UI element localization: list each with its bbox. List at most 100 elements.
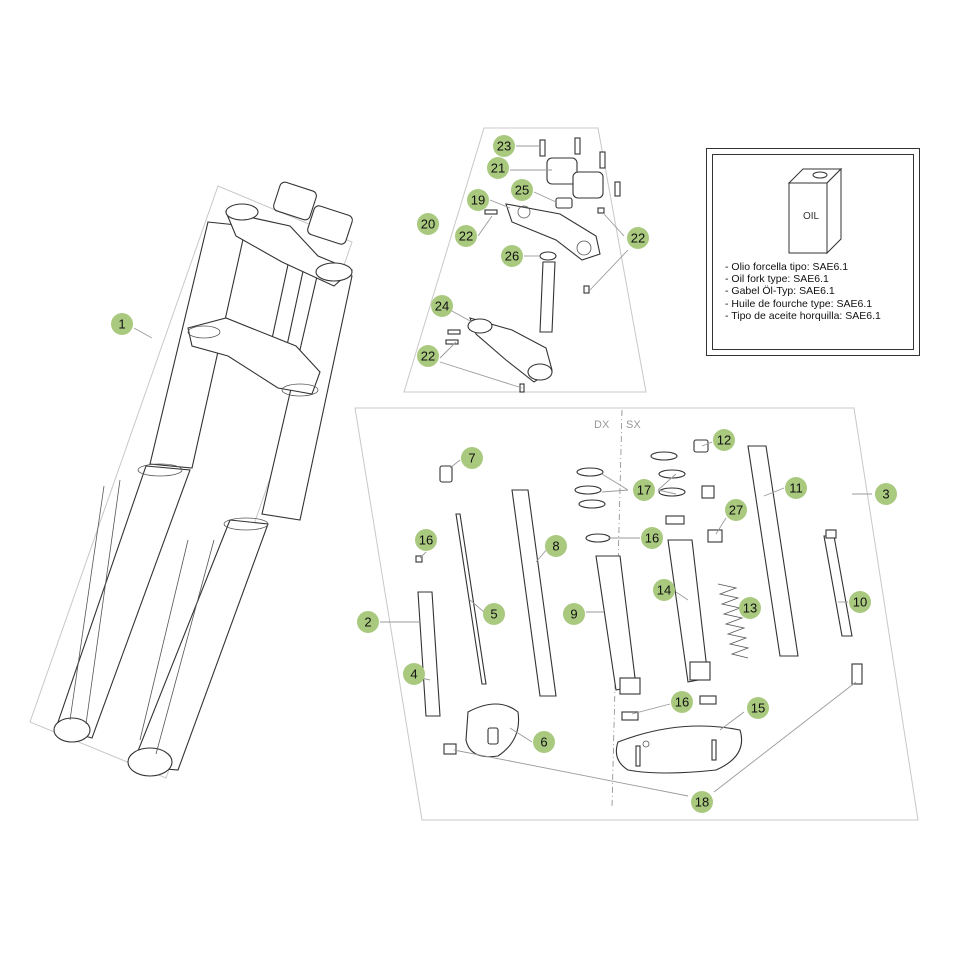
callout-27: 27 — [725, 499, 747, 521]
callout-number: 23 — [497, 139, 511, 154]
fork-assembly-frame — [29, 185, 353, 779]
callout-25: 25 — [511, 179, 533, 201]
callout-number: 15 — [751, 701, 765, 716]
oil-spec-inner-frame — [712, 154, 914, 350]
callout-6: 6 — [533, 731, 555, 753]
callout-bubble — [633, 479, 655, 501]
leader-lines — [133, 145, 872, 797]
callout-22-bottom: 22 — [417, 345, 439, 367]
callout-bubble — [461, 447, 483, 469]
callout-number: 12 — [717, 433, 731, 448]
side-label-left: SX — [626, 419, 641, 431]
callout-16-bottom: 16 — [671, 691, 693, 713]
callout-bubble — [563, 603, 585, 625]
callout-17: 17 — [633, 479, 655, 501]
callout-bubble — [417, 213, 439, 235]
callout-bubble — [415, 529, 437, 551]
triple-clamp-frame — [403, 127, 647, 393]
callout-bubble — [501, 245, 523, 267]
callout-number: 22 — [459, 229, 473, 244]
callout-bubble — [671, 691, 693, 713]
callout-22-right: 22 — [627, 227, 649, 249]
callout-number: 4 — [410, 667, 417, 682]
callout-7: 7 — [461, 447, 483, 469]
callout-number: 9 — [570, 607, 577, 622]
callout-10: 10 — [849, 591, 871, 613]
callout-26: 26 — [501, 245, 523, 267]
callout-number: 3 — [882, 487, 889, 502]
complete-fork-drawing — [53, 181, 354, 777]
callout-bubble — [713, 429, 735, 451]
callout-bubble — [487, 157, 509, 179]
callout-bubble — [545, 535, 567, 557]
callout-bubble — [725, 499, 747, 521]
callout-number: 16 — [645, 531, 659, 546]
callout-bubble — [739, 597, 761, 619]
oil-spec-line: - Olio forcella tipo: SAE6.1 — [725, 261, 849, 273]
oil-spec-line: - Tipo de aceite horquilla: SAE6.1 — [725, 309, 881, 322]
callout-number: 27 — [729, 503, 743, 518]
callout-number: 7 — [468, 451, 475, 466]
callout-12: 12 — [713, 429, 735, 451]
callout-bubble — [691, 791, 713, 813]
callout-number: 21 — [491, 161, 505, 176]
callout-15: 15 — [747, 697, 769, 719]
callout-13: 13 — [739, 597, 761, 619]
callout-bubble — [111, 313, 133, 335]
callout-23: 23 — [493, 135, 515, 157]
callout-22-left: 22 — [455, 225, 477, 247]
callout-11: 11 — [785, 477, 807, 499]
callout-bubble — [357, 611, 379, 633]
callout-number: 16 — [419, 533, 433, 548]
callout-bubble — [493, 135, 515, 157]
callout-number: 2 — [364, 615, 371, 630]
callout-16-top: 16 — [415, 529, 437, 551]
oil-can-label: OIL — [803, 211, 820, 222]
callout-8: 8 — [545, 535, 567, 557]
oil-spec-list: - Olio forcella tipo: SAE6.1 - Oil fork … — [725, 261, 881, 322]
callout-number: 1 — [118, 317, 125, 332]
callout-number: 19 — [471, 193, 485, 208]
callout-bubble — [511, 179, 533, 201]
callout-bubble — [627, 227, 649, 249]
callout-9: 9 — [563, 603, 585, 625]
callout-24: 24 — [431, 295, 453, 317]
callout-bubble — [467, 189, 489, 211]
callout-number: 25 — [515, 183, 529, 198]
callout-number: 24 — [435, 299, 449, 314]
callout-3: 3 — [875, 483, 897, 505]
callout-20: 20 — [417, 213, 439, 235]
callout-number: 16 — [675, 695, 689, 710]
callout-1: 1 — [111, 313, 133, 335]
callout-number: 26 — [505, 249, 519, 264]
oil-spec-line: - Oil fork type: SAE6.1 — [725, 273, 829, 286]
callout-number: 22 — [421, 349, 435, 364]
callout-2: 2 — [357, 611, 379, 633]
callout-16-mid: 16 — [641, 527, 663, 549]
callout-number: 13 — [743, 601, 757, 616]
callout-bubble — [403, 663, 425, 685]
callout-bubble — [431, 295, 453, 317]
callout-bubble — [455, 225, 477, 247]
callout-number: 20 — [421, 217, 435, 232]
callout-4: 4 — [403, 663, 425, 685]
callout-number: 18 — [695, 795, 709, 810]
callout-number: 5 — [490, 607, 497, 622]
triple-clamp-drawing — [445, 137, 621, 393]
callout-bubble — [641, 527, 663, 549]
fork-internals-drawing — [415, 409, 863, 807]
callout-number: 6 — [540, 735, 547, 750]
oil-can-icon: OIL — [787, 167, 843, 255]
callout-19: 19 — [467, 189, 489, 211]
callout-14: 14 — [653, 579, 675, 601]
callout-21: 21 — [487, 157, 509, 179]
callout-bubble — [849, 591, 871, 613]
internals-frame — [354, 407, 919, 821]
side-label-right: DX — [594, 419, 610, 431]
callout-layer: 1 2 3 4 5 6 7 8 9 10 11 12 13 14 15 16 1… — [111, 135, 897, 813]
callout-number: 22 — [631, 231, 645, 246]
oil-spec-line: - Huile de fourche type: SAE6.1 — [725, 297, 873, 310]
callout-bubble — [417, 345, 439, 367]
callout-bubble — [875, 483, 897, 505]
